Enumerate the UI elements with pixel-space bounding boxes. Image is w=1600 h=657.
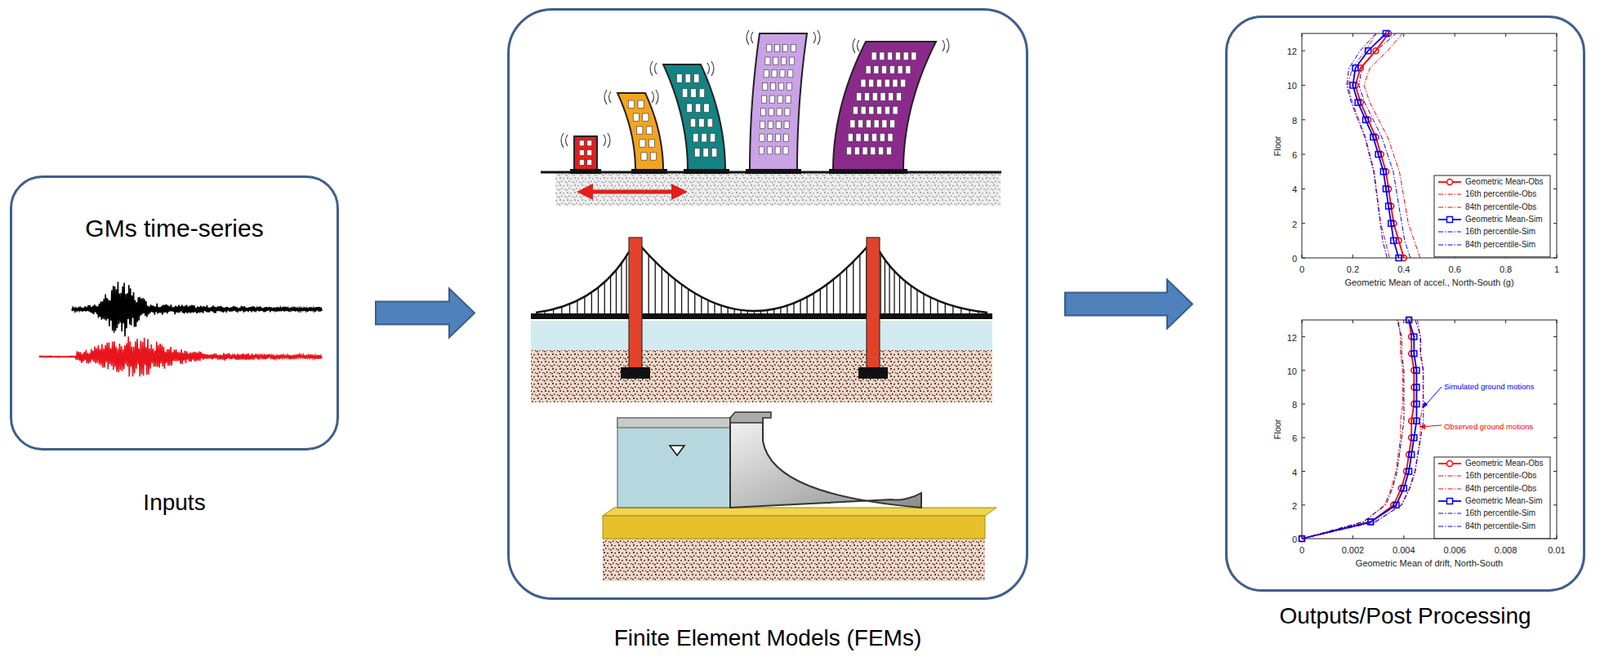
tick-label: 10 [1287, 366, 1297, 378]
legend-label: Geometric Mean-Sim [1465, 214, 1543, 225]
tick-label: 0.006 [1443, 545, 1467, 557]
tick-label: 0 [1292, 254, 1297, 265]
rounded-panel: GMs time-seriesInputs [9, 175, 339, 451]
tick-label: 4 [1292, 467, 1297, 479]
tick-label: 2 [1292, 501, 1297, 513]
legend-label: 84th percentile-Sim [1465, 240, 1536, 250]
legend-label: Geometric Mean-Sim [1465, 496, 1543, 507]
tick-label: 0.2 [1346, 264, 1360, 276]
legend-label: 16th percentile-Obs [1465, 471, 1537, 482]
panel-caption: Finite Element Models (FEMs) [614, 626, 923, 652]
time-series [71, 281, 322, 337]
panel-caption: Inputs [142, 490, 206, 517]
legend-sample [1437, 189, 1462, 200]
charts [1299, 31, 1558, 543]
building [650, 61, 730, 174]
tick-label: 0.4 [1397, 264, 1410, 276]
tick-label: 6 [1292, 433, 1297, 445]
annotation: Observed ground motions [1444, 423, 1534, 433]
tick-label: 1 [1554, 264, 1560, 276]
tick-label: 0.004 [1392, 545, 1416, 557]
dam [602, 412, 997, 582]
legend-sample [1437, 496, 1462, 507]
legend-sample [1437, 227, 1462, 237]
legend-sample [1437, 202, 1462, 213]
legend-sample [1437, 459, 1462, 469]
legend-sample [1437, 240, 1462, 250]
legend-label: 84th percentile-Sim [1465, 521, 1536, 532]
legend-label: 84th percentile-Obs [1465, 484, 1537, 495]
legend-label: Geometric Mean-Obs [1465, 177, 1544, 188]
tick-label: 0.008 [1494, 545, 1518, 557]
legend-sample [1437, 214, 1462, 225]
tick-label: 12 [1287, 333, 1297, 344]
rounded-panel: Outputs/Post Processing [1225, 15, 1586, 593]
tick-label: 0 [1292, 534, 1297, 546]
legend-label: 16th percentile-Sim [1465, 227, 1536, 237]
suspension-bridge [530, 237, 993, 403]
tick-label: 0 [1299, 545, 1305, 557]
tick-label: 4 [1292, 184, 1297, 196]
panel-caption: Outputs/Post Processing [1279, 604, 1531, 630]
tick-label: 2 [1292, 219, 1297, 231]
axis-title: Geometric Mean of accel., North-South (g… [1344, 277, 1514, 289]
building [561, 133, 611, 174]
legend-sample [1437, 177, 1462, 188]
tick-label: 0 [1299, 264, 1305, 276]
building [828, 38, 950, 174]
legend-sample [1437, 508, 1462, 519]
tick-label: 8 [1292, 400, 1297, 411]
legend-label: 16th percentile-Sim [1465, 508, 1536, 519]
legend-box [1434, 175, 1551, 258]
axis-title: Floor [1272, 418, 1284, 440]
block-arrow [375, 289, 475, 339]
legend-label: 84th percentile-Obs [1465, 202, 1537, 213]
axis-title: Floor [1272, 135, 1284, 156]
building [745, 30, 821, 174]
legend-label: 16th percentile-Obs [1465, 189, 1537, 200]
legend-box [1434, 457, 1551, 540]
time-series [39, 336, 322, 377]
tick-label: 6 [1292, 150, 1297, 161]
block-arrow [1065, 280, 1193, 330]
legend-sample [1437, 484, 1462, 495]
tick-label: 0.002 [1341, 545, 1365, 557]
tick-label: 0.01 [1547, 545, 1565, 557]
tick-label: 12 [1287, 46, 1297, 58]
structures-illustration [530, 30, 1002, 582]
axis-title: Geometric Mean of drift, North-South [1355, 558, 1503, 570]
legend-sample [1437, 471, 1462, 482]
tick-label: 0.8 [1499, 264, 1512, 276]
rounded-panel: Finite Element Models (FEMs) [507, 8, 1029, 601]
annotation: Simulated ground motions [1444, 383, 1534, 393]
panel-heading: GMs time-series [84, 214, 263, 242]
legend-sample [1437, 521, 1462, 532]
tick-label: 10 [1287, 80, 1297, 92]
tick-label: 8 [1292, 115, 1297, 127]
waveforms [39, 281, 322, 377]
building [604, 89, 668, 174]
legend-label: Geometric Mean-Obs [1465, 459, 1544, 469]
tick-label: 0.6 [1448, 264, 1462, 276]
